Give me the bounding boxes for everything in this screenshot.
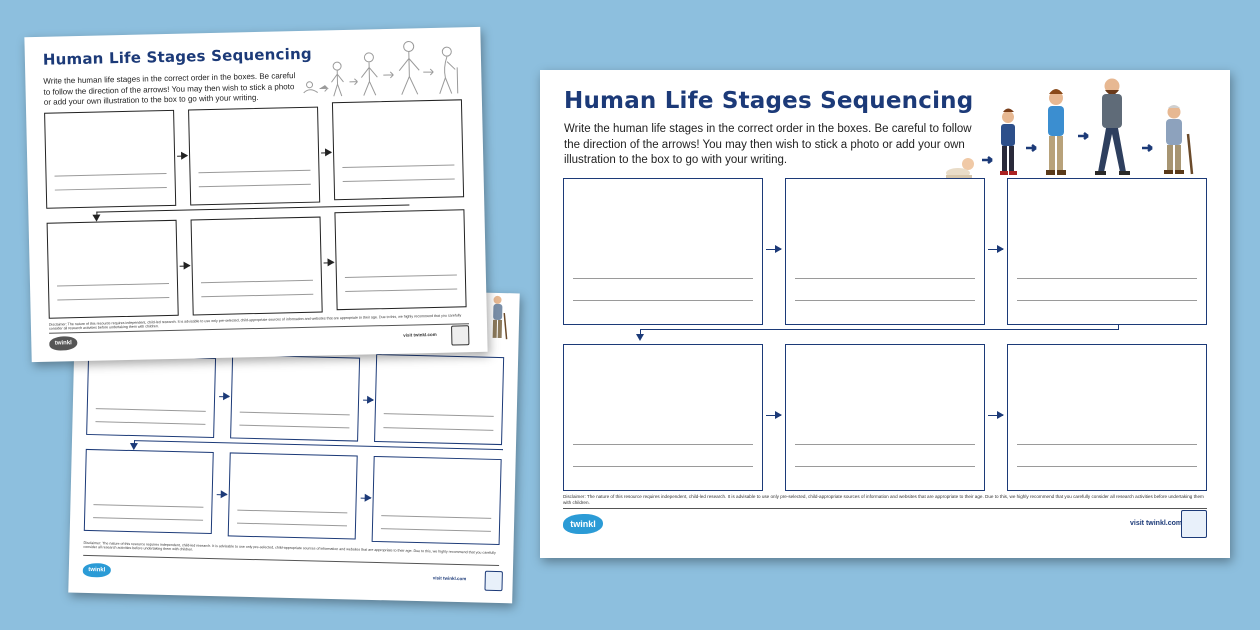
answer-box-2[interactable] [785, 178, 985, 325]
answer-box-6[interactable] [371, 455, 502, 546]
twinkl-logo: twinkl [82, 562, 111, 578]
twinkl-logo: twinkl [563, 514, 603, 534]
answer-box-6[interactable] [334, 209, 467, 311]
answer-box-5[interactable] [785, 344, 985, 491]
quality-badge-icon [1181, 510, 1207, 538]
arrow-down-icon [96, 211, 98, 220]
answer-box-3[interactable] [374, 353, 505, 446]
answer-box-5[interactable] [227, 452, 358, 540]
answer-box-1[interactable] [44, 109, 177, 209]
child-icon [1000, 108, 1017, 175]
teenager-icon [1046, 89, 1066, 175]
life-stages-people-illustration [946, 78, 1194, 178]
worksheet-preview-bw: Human Life Stages Sequencing Write the h… [24, 26, 488, 363]
quality-badge-icon [484, 570, 503, 592]
arrow-right-icon [219, 396, 230, 398]
worksheet-preview-blue-back: Disclaimer: The nature of this resource … [68, 282, 520, 604]
adult-icon [1095, 78, 1130, 175]
elderly-person-icon [492, 295, 508, 340]
baby-icon [946, 158, 974, 178]
worksheet-title: Human Life Stages Sequencing [42, 44, 312, 69]
answer-box-2[interactable] [188, 106, 321, 206]
arrow-right-icon [179, 265, 190, 267]
answer-box-3[interactable] [1007, 178, 1207, 325]
twinkl-logo: twinkl [49, 336, 78, 351]
worksheet-instructions: Write the human life stages in the corre… [564, 123, 972, 166]
answer-box-4[interactable] [83, 448, 214, 535]
answer-box-1[interactable] [563, 178, 763, 325]
arrow-right-icon [360, 497, 371, 499]
arrow-right-icon [988, 245, 1004, 253]
arrow-down-icon [636, 329, 644, 341]
answer-box-3[interactable] [331, 99, 465, 201]
disclaimer-text: Disclaimer: The nature of this resource … [563, 494, 1204, 505]
answer-box-5[interactable] [190, 216, 323, 316]
arrow-right-icon [988, 411, 1004, 419]
answer-box-2[interactable] [230, 354, 361, 442]
arrow-right-icon [216, 494, 227, 496]
answer-box-6[interactable] [1007, 344, 1207, 491]
worksheet-main: Human Life Stages Sequencing Write the h… [540, 70, 1230, 558]
worksheet-title: Human Life Stages Sequencing [564, 88, 974, 114]
arrow-right-icon [766, 411, 782, 419]
arrow-right-icon [321, 152, 332, 154]
life-stages-sketch-illustration [303, 40, 459, 97]
visit-link[interactable]: visit twinkl.com [1130, 520, 1183, 527]
connector-line [640, 325, 1119, 330]
answer-box-4[interactable] [46, 219, 179, 319]
arrow-right-icon [323, 262, 334, 264]
elderly-person-icon [1164, 105, 1194, 175]
visit-link[interactable]: visit twinkl.com [432, 575, 467, 582]
arrow-down-icon [133, 440, 136, 449]
worksheet-instructions: Write the human life stages in the corre… [43, 71, 296, 107]
visit-link[interactable]: visit twinkl.com [403, 331, 437, 338]
footer-rule [563, 508, 1207, 509]
answer-box-4[interactable] [563, 344, 763, 491]
quality-badge-icon [451, 325, 470, 346]
arrow-right-icon [363, 399, 374, 401]
answer-box-1[interactable] [86, 354, 217, 439]
arrow-right-icon [177, 155, 188, 157]
arrow-right-icon [766, 245, 782, 253]
